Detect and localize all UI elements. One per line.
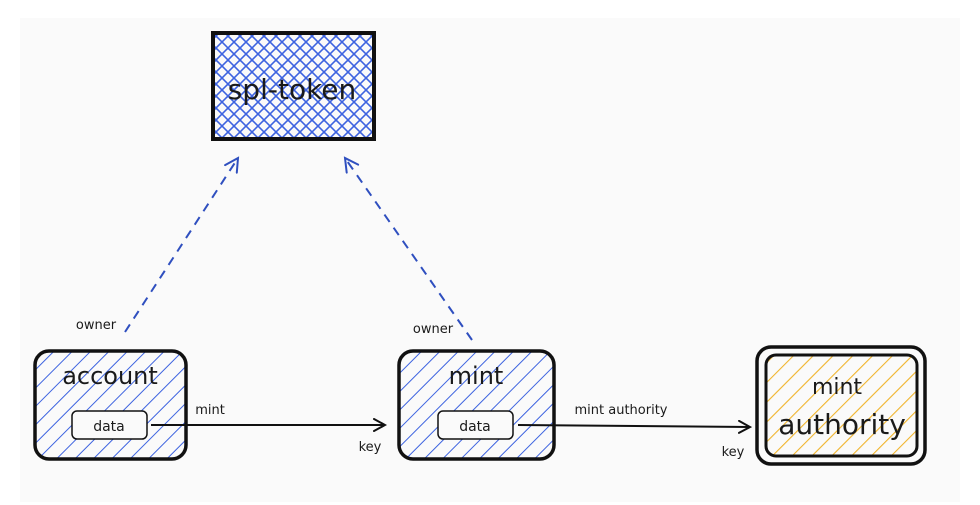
mint-authority-node: mint authority <box>755 345 927 466</box>
mint-authority-inner-border <box>764 353 919 458</box>
account-owner-label: owner <box>76 318 117 333</box>
spl-token-label: spl-token <box>228 73 357 106</box>
account-data-label: data <box>93 419 125 435</box>
account-node: account data <box>33 349 188 461</box>
account-mint-edge-label: mint <box>195 403 225 418</box>
account-label: account <box>62 362 158 390</box>
mint-to-authority-arrow <box>517 425 750 427</box>
mint-authority-edge-label: mint authority <box>575 403 668 418</box>
mint-label: mint <box>449 362 504 390</box>
mint-data-label: data <box>459 419 491 435</box>
mint-authority-hatch <box>766 355 917 456</box>
mint-authority-label-line1: mint <box>812 375 862 400</box>
account-mint-key-label: key <box>359 440 382 455</box>
mint-authority-outer-border <box>755 345 927 466</box>
mint-owner-arrow <box>345 158 473 341</box>
mint-node: mint data <box>397 349 556 461</box>
mint-owner-label: owner <box>413 322 454 337</box>
account-data-field <box>71 410 148 440</box>
mint-authority-label-line2: authority <box>778 408 906 441</box>
spl-token-border <box>211 31 376 141</box>
account-border <box>33 349 188 461</box>
mint-border <box>397 349 556 461</box>
mint-authority-key-label: key <box>722 445 745 460</box>
mint-data-field <box>437 410 514 440</box>
account-owner-arrow <box>124 158 238 333</box>
spl-token-node: spl-token <box>211 31 376 141</box>
spl-token-hatch <box>213 33 374 139</box>
